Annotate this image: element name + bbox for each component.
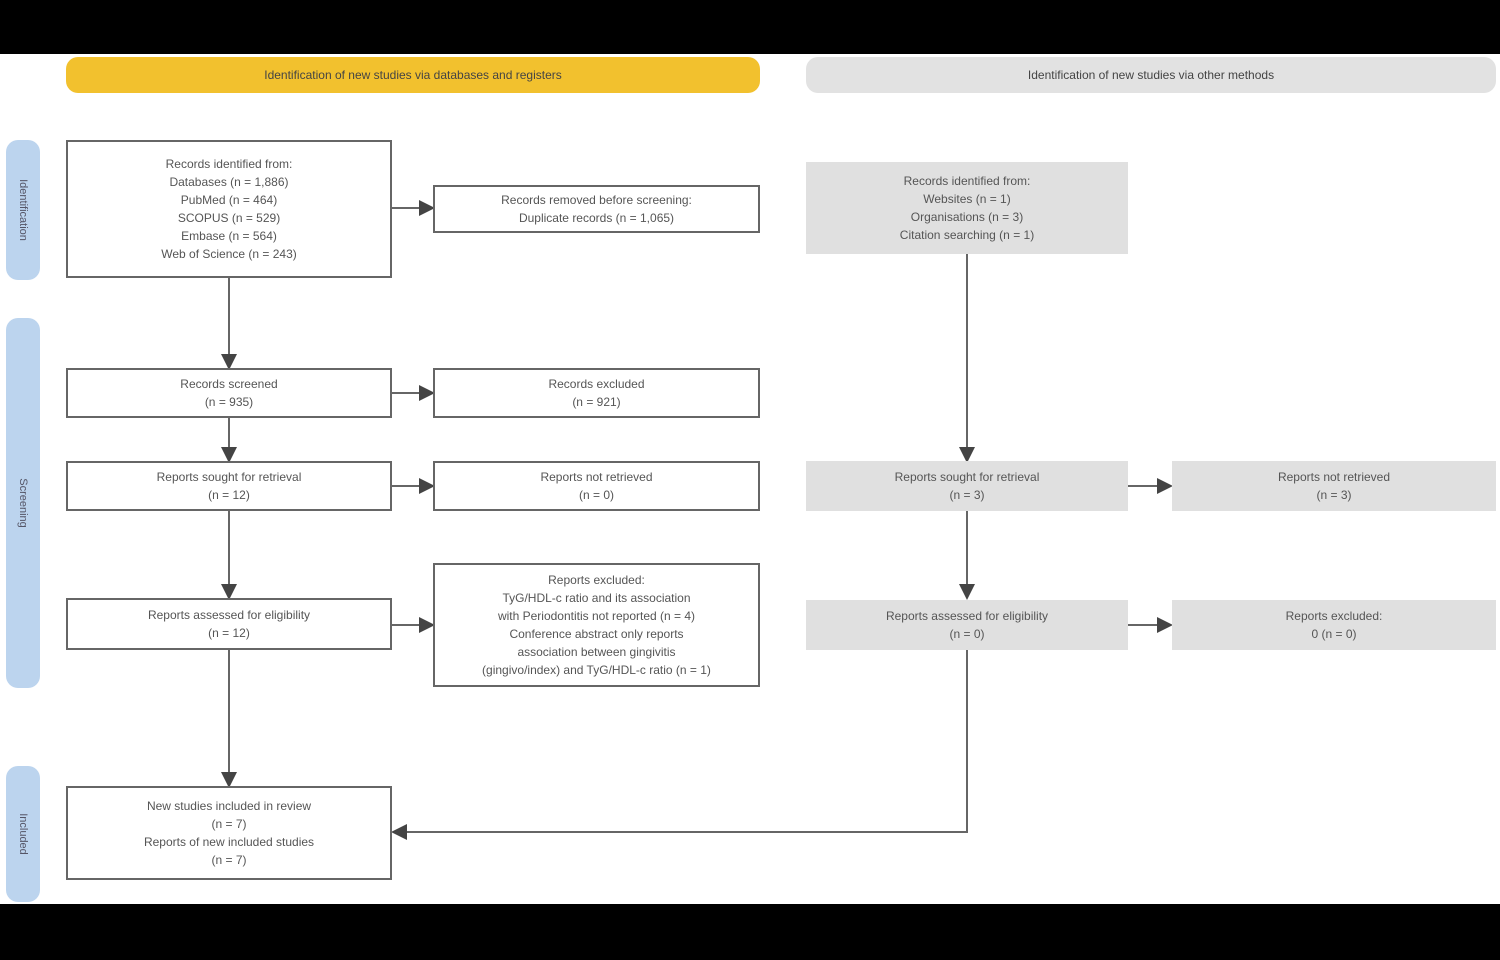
box-other-reports-not-retrieved-line: (n = 3) xyxy=(1316,488,1352,502)
box-reports-assessed-line: Reports assessed for eligibility xyxy=(147,608,311,622)
box-other-records-identified-line: Citation searching (n = 1) xyxy=(899,228,1035,242)
box-other-reports-excluded-line: 0 (n = 0) xyxy=(1311,627,1357,641)
box-other-reports-not-retrieved: Reports not retrieved (n = 3) xyxy=(1172,461,1496,511)
box-reports-not-retrieved-line: Reports not retrieved xyxy=(540,470,653,484)
box-reports-excluded-line: (gingivo/index) and TyG/HDL-c ratio (n =… xyxy=(482,663,711,677)
box-other-reports-sought-line: (n = 3) xyxy=(949,488,985,502)
box-other-records-identified-line: Websites (n = 1) xyxy=(923,192,1011,206)
box-reports-not-retrieved-line: (n = 0) xyxy=(578,488,614,502)
box-studies-included-line: Reports of new included studies xyxy=(143,835,315,849)
box-reports-excluded-line: TyG/HDL-c ratio and its association xyxy=(502,591,691,605)
box-reports-excluded-line: with Periodontitis not reported (n = 4) xyxy=(497,609,696,623)
box-records-removed: Records removed before screening: Duplica… xyxy=(433,185,760,233)
box-studies-included-line: (n = 7) xyxy=(211,853,247,867)
box-reports-sought: Reports sought for retrieval (n = 12) xyxy=(66,461,392,511)
box-reports-excluded-line: association between gingivitis xyxy=(517,645,676,659)
box-records-identified: Records identified from: Databases (n = 1… xyxy=(66,140,392,278)
box-records-identified-line: Web of Science (n = 243) xyxy=(161,247,297,261)
stage-identification: Identification xyxy=(6,140,40,280)
header-databases-label: Identification of new studies via databa… xyxy=(264,68,562,82)
box-reports-excluded-line: Reports excluded: xyxy=(548,573,645,587)
box-studies-included-line: New studies included in review xyxy=(146,799,312,813)
box-records-screened: Records screened (n = 935) xyxy=(66,368,392,418)
box-other-reports-assessed-line: (n = 0) xyxy=(949,627,985,641)
box-records-identified-line: Databases (n = 1,886) xyxy=(169,175,289,189)
box-reports-assessed: Reports assessed for eligibility (n = 12) xyxy=(66,598,392,650)
box-records-removed-line: Records removed before screening: xyxy=(501,193,692,207)
box-studies-included: New studies included in review (n = 7) Rep… xyxy=(66,786,392,880)
box-other-records-identified-line: Records identified from: xyxy=(903,174,1031,188)
box-records-excluded: Records excluded (n = 921) xyxy=(433,368,760,418)
arrow-other-assessed-to-included xyxy=(391,650,968,840)
box-reports-excluded-line: Conference abstract only reports xyxy=(509,627,684,641)
box-other-records-identified: Records identified from: Websites (n = 1)… xyxy=(806,162,1128,254)
box-reports-assessed-line: (n = 12) xyxy=(208,626,250,640)
box-reports-not-retrieved: Reports not retrieved (n = 0) xyxy=(433,461,760,511)
header-other-methods: Identification of new studies via other … xyxy=(806,57,1496,93)
box-reports-sought-line: Reports sought for retrieval xyxy=(156,470,302,484)
box-other-reports-sought: Reports sought for retrieval (n = 3) xyxy=(806,461,1128,511)
box-other-reports-excluded: Reports excluded: 0 (n = 0) xyxy=(1172,600,1496,650)
box-studies-included-line: (n = 7) xyxy=(211,817,247,831)
box-other-reports-assessed-line: Reports assessed for eligibility xyxy=(885,609,1049,623)
box-records-identified-line: PubMed (n = 464) xyxy=(180,193,278,207)
header-other-methods-label: Identification of new studies via other … xyxy=(1027,68,1275,82)
box-records-excluded-line: Records excluded xyxy=(548,377,645,391)
box-other-reports-not-retrieved-line: Reports not retrieved xyxy=(1277,470,1391,484)
box-records-screened-line: (n = 935) xyxy=(204,395,254,409)
box-records-excluded-line: (n = 921) xyxy=(572,395,621,409)
stage-included: Included xyxy=(6,766,40,902)
box-other-reports-excluded-line: Reports excluded: xyxy=(1285,609,1383,623)
box-records-removed-line: Duplicate records (n = 1,065) xyxy=(518,211,675,225)
connector-arrows xyxy=(221,200,1173,840)
box-other-records-identified-line: Organisations (n = 3) xyxy=(910,210,1024,224)
box-records-screened-line: Records screened xyxy=(180,377,278,391)
stage-screening: Screening xyxy=(6,318,40,688)
box-records-identified-line: Records identified from: xyxy=(165,157,293,171)
box-records-identified-line: Embase (n = 564) xyxy=(181,229,277,243)
box-records-identified-line: SCOPUS (n = 529) xyxy=(177,211,281,225)
box-other-reports-assessed: Reports assessed for eligibility (n = 0) xyxy=(806,600,1128,650)
box-reports-sought-line: (n = 12) xyxy=(208,488,250,502)
box-reports-excluded: Reports excluded: TyG/HDL-c ratio and its… xyxy=(433,563,760,687)
header-databases: Identification of new studies via databa… xyxy=(66,57,760,93)
box-other-reports-sought-line: Reports sought for retrieval xyxy=(894,470,1040,484)
prisma-flow-diagram: Identification of new studies via databa… xyxy=(0,54,1500,904)
